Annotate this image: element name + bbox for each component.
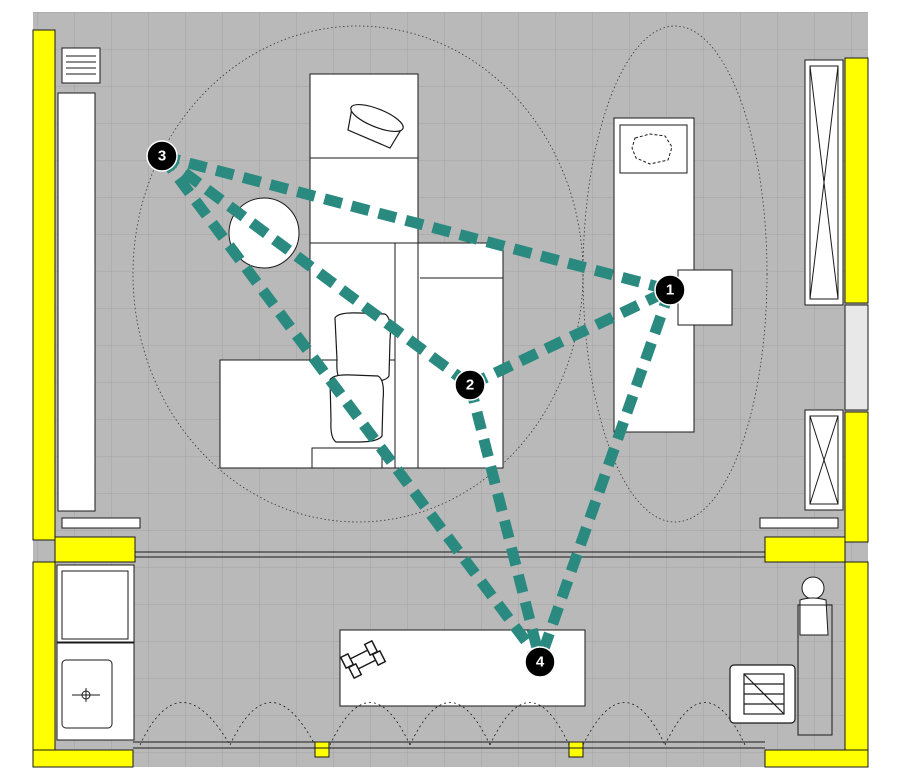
desk-right — [394, 242, 504, 469]
vent-grille — [61, 47, 101, 84]
path-3-4 — [157, 152, 545, 664]
window-right — [844, 304, 869, 411]
partition — [133, 551, 765, 749]
reach-zone-right — [582, 25, 768, 523]
marker-4: 4 — [524, 646, 556, 678]
right-fixtures — [759, 59, 869, 529]
counter-lower — [56, 642, 135, 741]
door-post-2 — [568, 741, 584, 758]
person-icon — [797, 576, 833, 736]
reach-zone-left — [132, 25, 584, 523]
path-3-1 — [160, 150, 672, 296]
wall-bottom-right — [764, 749, 869, 768]
wall-mid-left — [54, 536, 136, 563]
sink-icon — [61, 659, 113, 729]
marker-3-label: 3 — [158, 148, 166, 165]
radiator-right — [759, 517, 839, 529]
wall-right-upper — [844, 57, 869, 304]
bath-chair-icon — [729, 664, 796, 724]
marker-1-label: 1 — [666, 282, 674, 299]
radiator-left — [61, 517, 141, 529]
marker-3: 3 — [146, 140, 178, 172]
wall-mid-right — [764, 536, 846, 563]
wall-right-mid — [844, 411, 869, 543]
path-1-4 — [534, 288, 676, 662]
wall-right-lower — [844, 561, 869, 768]
dumbbell-icon — [339, 639, 387, 680]
marker-1: 1 — [654, 274, 686, 306]
bed-table — [677, 269, 733, 326]
step — [311, 447, 383, 469]
cushion-upper — [334, 312, 392, 383]
kitchenette — [56, 564, 135, 741]
bowl-icon — [347, 103, 404, 149]
marker-4-label: 4 — [536, 654, 545, 671]
left-fixtures — [57, 47, 141, 529]
wall-left-lower — [32, 561, 56, 768]
pillow — [619, 124, 688, 174]
wardrobe — [57, 92, 96, 512]
reach-zones — [132, 25, 768, 523]
walls — [32, 29, 869, 768]
path-2-1 — [467, 285, 673, 390]
door-post-1 — [314, 741, 330, 758]
marker-2: 2 — [454, 369, 486, 401]
bed — [613, 117, 733, 433]
counter-upper — [56, 564, 135, 643]
marker-2-label: 2 — [466, 377, 474, 394]
path-3-2 — [158, 151, 474, 390]
wall-left-upper — [32, 29, 56, 541]
pillow-pattern — [631, 133, 673, 165]
movement-paths — [157, 150, 676, 664]
door-swings — [139, 702, 746, 746]
cushions — [329, 312, 392, 443]
wall-bottom-left — [32, 749, 134, 768]
path-2-4 — [464, 383, 546, 662]
